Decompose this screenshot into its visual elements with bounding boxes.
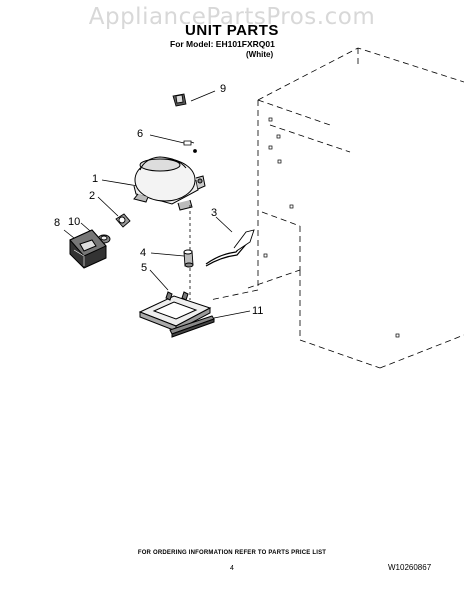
part-4-grommet <box>183 249 194 268</box>
callout-4: 4 <box>140 247 147 259</box>
part-2-cover <box>115 213 131 228</box>
callout-11: 11 <box>252 305 264 317</box>
document-number: W10260867 <box>388 563 432 572</box>
callout-6: 5 <box>141 262 148 274</box>
callout-8: 8 <box>54 217 61 229</box>
ordering-note: FOR ORDERING INFORMATION REFER TO PARTS … <box>137 550 327 556</box>
color-line: (White) <box>246 50 274 59</box>
callout-3: 3 <box>211 207 218 219</box>
part-3-wire-harness <box>205 229 255 267</box>
page-title: UNIT PARTS <box>185 22 279 39</box>
callout-9: 9 <box>220 83 227 95</box>
callout-10: 10 <box>68 216 81 228</box>
part-1-compressor <box>133 156 206 211</box>
model-line: For Model: EH101FXRQ01 <box>170 39 275 49</box>
watermark: AppliancePartsPros.com <box>88 4 376 30</box>
cabinet-holes <box>263 117 400 338</box>
page-number: 4 <box>230 565 234 572</box>
callout-5: 6 <box>137 128 144 140</box>
part-11-mounting-strip <box>169 315 215 338</box>
part-9-clip <box>172 93 187 107</box>
cabinet-outline <box>209 47 464 369</box>
callout-2: 2 <box>89 190 96 202</box>
leader-lines <box>63 90 251 319</box>
callout-1: 1 <box>92 173 99 185</box>
part-5-screw <box>183 140 197 153</box>
part-8-relay <box>69 229 107 269</box>
